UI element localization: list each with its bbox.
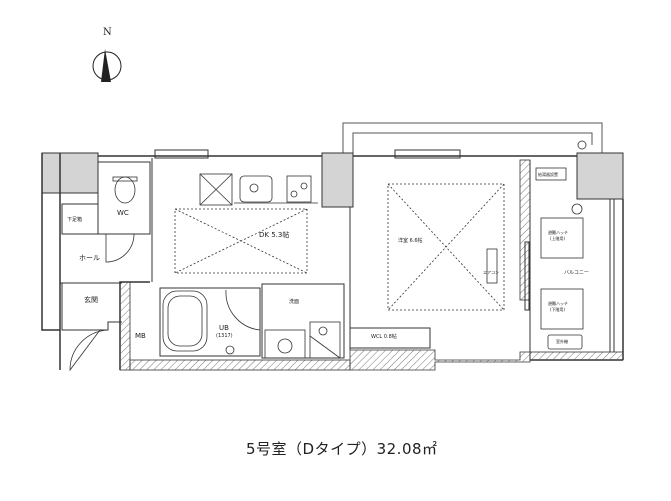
label-aircon: エアコン: [483, 270, 499, 275]
room-area-markers: [174, 183, 505, 311]
washroom-fixtures: [264, 321, 341, 359]
compass-label: N: [103, 27, 112, 38]
room-label-shoe-box: 下足箱: [67, 217, 83, 223]
room-label-entrance: 玄関: [84, 296, 98, 304]
room-label-washroom: 洗面: [289, 299, 300, 305]
room-label-wc: WC: [117, 209, 129, 217]
aircon-icon: [486, 248, 498, 284]
bathtub-icon: [162, 290, 235, 355]
room-label-unit-bath: UB: [219, 324, 229, 332]
columns: [41, 152, 624, 208]
doors: [69, 233, 261, 372]
room-label-western-room: 洋室 6.6帖: [398, 238, 423, 244]
room-label-dk: DK 5.3帖: [259, 231, 290, 239]
room-label-mb: MB: [135, 332, 146, 340]
room-label-balcony: バルコニー: [564, 270, 589, 276]
label-evac-hatch-upper-sub: (上階用): [550, 236, 566, 241]
north-arrow-icon: [92, 49, 122, 82]
kitchen-fixtures: [199, 173, 318, 206]
hatched-walls: [119, 159, 624, 371]
room-label-wcl: WCL 0.8帖: [371, 334, 397, 340]
label-evac-hatch-lower-sub: (下階用): [550, 307, 566, 312]
outer-walls: [41, 153, 624, 370]
label-evac-hatch-lower: 避難ハッチ: [548, 301, 568, 306]
room-label-hall: ホール: [79, 254, 100, 262]
toilet-icon: [112, 176, 138, 204]
upper-balcony-outline: [342, 122, 603, 155]
room-label-unit-bath-size: (1317): [216, 333, 233, 339]
label-outdoor-unit: 室外機: [556, 339, 568, 344]
balcony-fixtures: [535, 167, 584, 350]
interior-walls: [60, 149, 615, 359]
label-evac-hatch-upper: 避難ハッチ: [548, 230, 568, 235]
label-water-heater: 給湯器設置: [538, 172, 558, 177]
unit-caption: 5号室（Dタイプ）32.08㎡: [246, 440, 438, 458]
